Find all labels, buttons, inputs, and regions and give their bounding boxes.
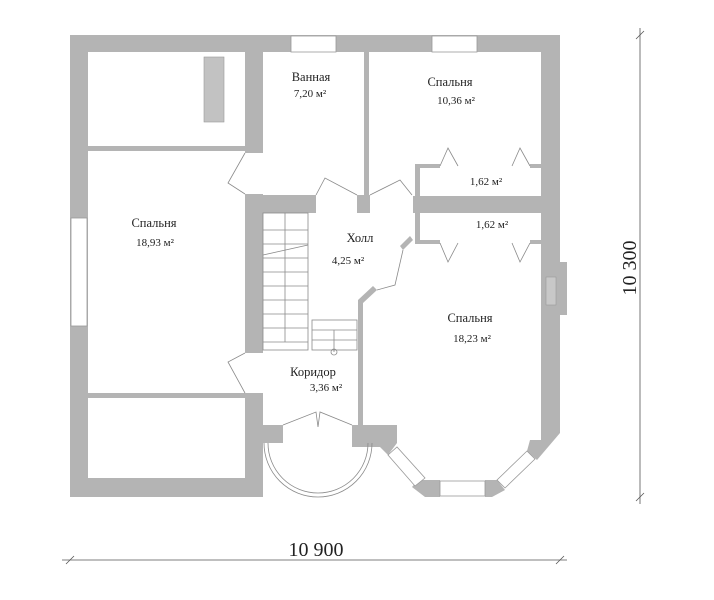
room-area-hall: 4,25 м² [332, 255, 365, 267]
room-name-bedroom-left: Спальня [131, 216, 176, 230]
walls [70, 35, 567, 497]
porch [263, 442, 373, 498]
room-name-bedroom-top: Спальня [427, 75, 472, 89]
room-area-closet-bottom: 1,62 м² [476, 219, 509, 231]
height-dimension-label: 10 300 [619, 241, 641, 296]
room-area-bedroom-top: 10,36 м² [437, 95, 475, 107]
room-name-corridor: Коридор [290, 365, 336, 379]
width-dimension-label: 10 900 [289, 539, 344, 561]
room-area-corridor: 3,36 м² [310, 382, 343, 394]
room-area-bedroom-left: 18,93 м² [136, 237, 174, 249]
dimension-width: 10 900 [62, 539, 567, 565]
room-name-bathroom: Ванная [292, 70, 331, 84]
stairs [262, 212, 358, 356]
room-labels: Ванная 7,20 м² Спальня 10,36 м² 1,62 м² … [131, 70, 508, 394]
dimension-height: 10 300 [619, 28, 645, 504]
room-name-hall: Холл [347, 231, 374, 245]
room-area-bathroom: 7,20 м² [294, 88, 327, 100]
room-area-closet-top: 1,62 м² [470, 176, 503, 188]
room-name-bedroom-right: Спальня [447, 311, 492, 325]
doors [227, 147, 531, 428]
room-area-bedroom-right: 18,23 м² [453, 333, 491, 345]
windows [70, 35, 536, 497]
